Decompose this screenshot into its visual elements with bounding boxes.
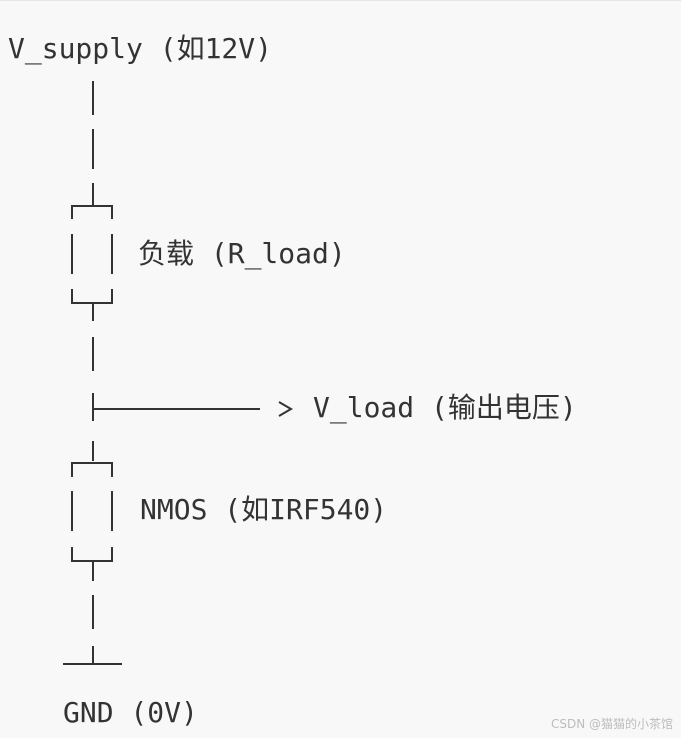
watermark: CSDN @猫猫的小茶馆	[550, 717, 673, 731]
output-tap-arrow	[93, 401, 293, 417]
supply-label: V_supply (如12V)	[8, 32, 273, 65]
load-resistor-symbol	[71, 205, 113, 321]
load-label: 负载 (R_load)	[138, 237, 346, 270]
nmos-symbol	[71, 462, 113, 581]
nmos-label: NMOS (如IRF540)	[140, 493, 388, 526]
ground-label: GND (0V)	[63, 696, 198, 729]
output-voltage-label: V_load (输出电压)	[313, 391, 577, 424]
